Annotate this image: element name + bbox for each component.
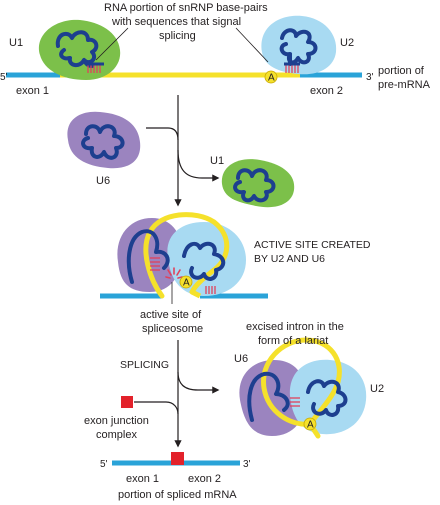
intron-loop-mid [143,212,230,299]
ejc-label-line2: complex [96,429,137,441]
splicing-label: SPLICING [120,359,169,371]
branch-point-label-top: A [268,73,275,84]
lariat-intron-loop [261,337,342,427]
spliced-mrna [112,452,240,466]
lariat-release-arrow [177,371,220,394]
branch-point-label-lariat: A [307,420,314,431]
u6-lariat-label: U6 [234,353,248,365]
u1-released-label: U1 [210,155,224,167]
portion-of-label-line2: pre-mRNA [378,79,431,91]
u2-lariat-label: U2 [370,383,384,395]
u1-protein-blob [38,19,121,80]
pre-mrna-stage: A RNA portion of snRNP base-pairs with s… [0,2,431,97]
lariat-complex: A [239,337,367,439]
u6-protein-blob [67,111,141,169]
snrnp-note-line2: with sequences that signal [111,16,241,28]
portion-of-label-line1: portion of [378,65,425,77]
ejc-join-arrow [134,401,179,415]
u2-rna-strand [279,28,318,66]
three-prime-bottom: 3' [243,459,251,470]
branch-point-label-mid: A [183,278,190,289]
snrnp-callout-line-right [235,27,269,63]
ejc-label-line1: exon junction [84,415,149,427]
u2-mid-rna-strand [182,241,226,281]
stage1-arrows [146,95,220,207]
u2-protein-blob [261,15,337,75]
intron-tail-mid [190,289,202,299]
u1-top-label: U1 [9,37,23,49]
five-prime-bottom: 5' [100,459,108,470]
branch-point-circle-top [264,70,278,84]
u6-snrnp [67,111,141,169]
u6-label: U6 [96,175,110,187]
u6-rna-strand [81,124,125,160]
active-site-marks [165,267,183,279]
exon2-bottom-label: exon 2 [188,473,221,485]
active-site-title-line1: ACTIVE SITE CREATED [254,239,371,251]
exon1-top-label: exon 1 [16,85,49,97]
snrnp-note-line1: RNA portion of snRNP base-pairs [104,2,268,14]
excised-label-line1: excised intron in the [246,321,344,333]
snrnp-callout-line-left [95,27,129,61]
mid-base-pairs [150,257,216,294]
ejc-square [121,396,133,408]
branch-point-circle-mid [179,275,193,289]
u6-join-arrow [146,127,179,141]
exon2-top-label: exon 2 [310,85,343,97]
spliceosome-label-line2: spliceosome [142,323,203,335]
u6-lariat-rna-strand [247,371,290,422]
five-prime-top: 5' [0,72,8,83]
spliced-mrna-caption: portion of spliced mRNA [118,489,237,501]
lariat-base-pairs [290,397,300,407]
stage2-arrows [134,340,220,448]
u1-snrnp-top [38,19,121,80]
u1-release-arrow [177,149,220,182]
ejc-on-mrna [171,452,184,465]
snrnp-note-line3: splicing [159,30,196,42]
spliceosome-label-line1: active site of [140,309,202,321]
u1-snrnp-released [221,159,295,208]
u2-mid-protein-blob [167,222,246,296]
exon1-bottom-label: exon 1 [126,473,159,485]
u2-lariat-rna-strand [306,379,348,417]
u2-top-label: U2 [340,37,354,49]
u6-mid-rna-strand [126,229,170,284]
branch-point-circle-lariat [303,417,317,431]
active-spliceosome: A [100,212,268,304]
u1-released-rna-strand [233,168,276,203]
active-site-title-line2: BY U2 AND U6 [254,253,325,265]
excised-label-line2: form of a lariat [258,335,328,347]
u2-snrnp-top [261,15,337,75]
three-prime-top: 3' [366,72,374,83]
